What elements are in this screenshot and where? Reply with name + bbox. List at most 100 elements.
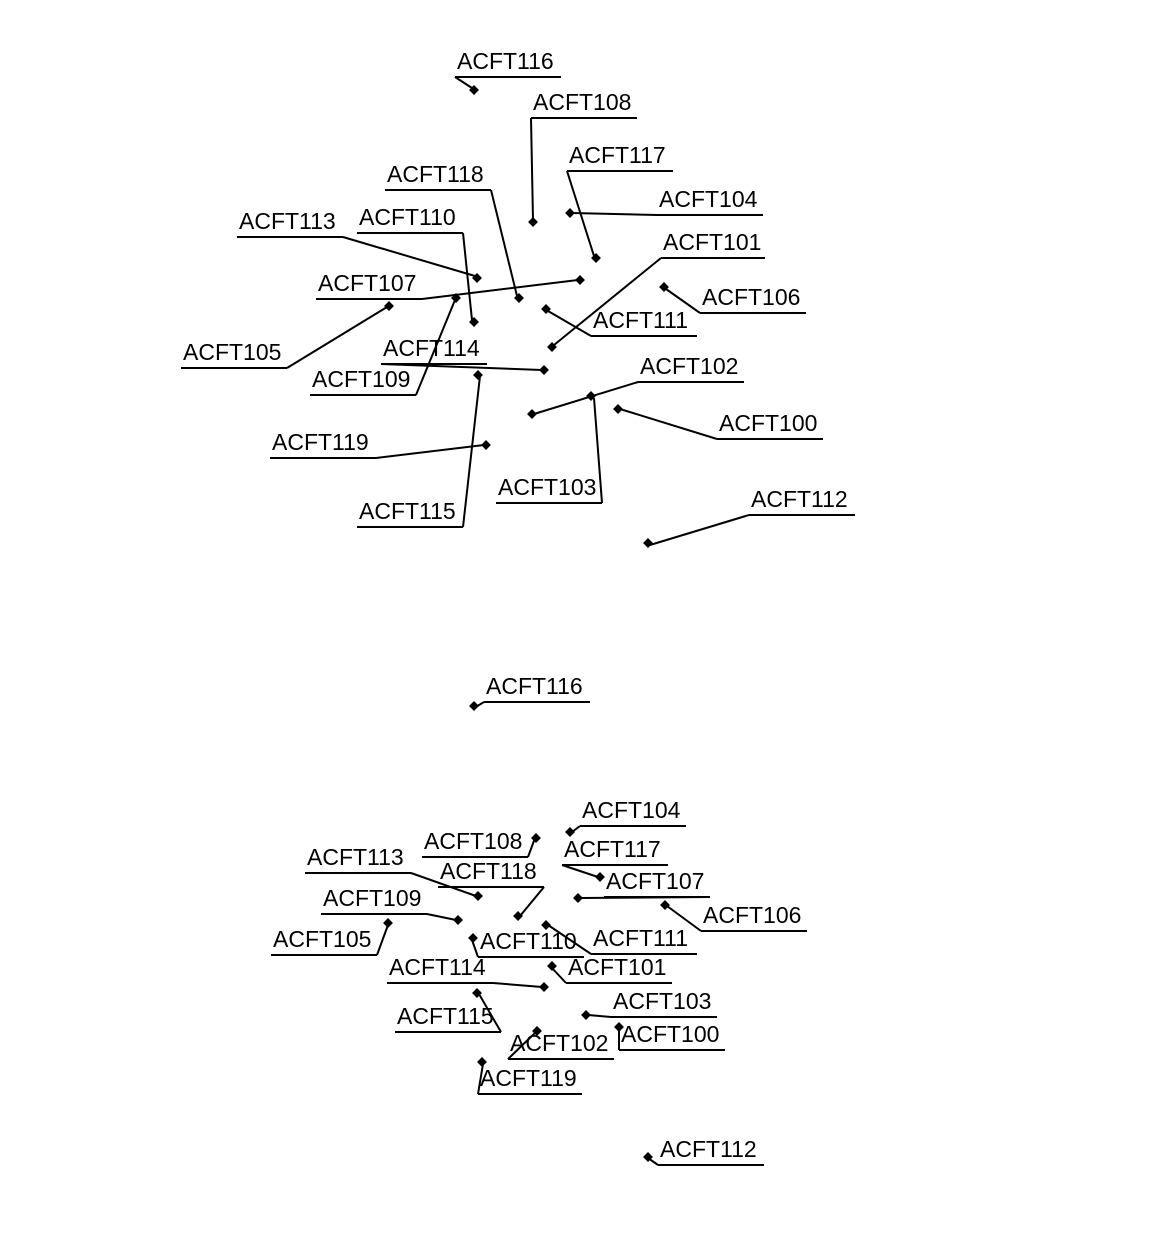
aircraft-tag-acft116[interactable]: ACFT116 — [469, 673, 590, 711]
aircraft-tag-acft109[interactable]: ACFT109 — [310, 293, 461, 396]
aircraft-label: ACFT111 — [593, 925, 688, 951]
aircraft-position-marker[interactable] — [613, 404, 623, 414]
aircraft-tag-acft112[interactable]: ACFT112 — [643, 486, 855, 548]
aircraft-label: ACFT104 — [659, 186, 758, 212]
aircraft-position-marker[interactable] — [565, 827, 575, 837]
aircraft-position-marker[interactable] — [581, 1010, 591, 1020]
aircraft-position-marker[interactable] — [541, 920, 551, 930]
aircraft-label: ACFT107 — [606, 868, 704, 894]
aircraft-tag-acft101[interactable]: ACFT101 — [547, 229, 765, 352]
aircraft-tag-acft118[interactable]: ACFT118 — [385, 161, 524, 303]
aircraft-position-marker[interactable] — [384, 301, 394, 311]
aircraft-tag-acft101[interactable]: ACFT101 — [547, 954, 672, 984]
aircraft-tag-acft107[interactable]: ACFT107 — [573, 868, 711, 903]
aircraft-position-marker[interactable] — [532, 1026, 542, 1036]
aircraft-position-marker[interactable] — [539, 982, 549, 992]
aircraft-tag-acft117[interactable]: ACFT117 — [566, 142, 673, 263]
aircraft-label: ACFT105 — [273, 926, 371, 952]
aircraft-position-marker[interactable] — [468, 933, 478, 943]
aircraft-position-marker[interactable] — [575, 275, 585, 285]
aircraft-tag-acft115[interactable]: ACFT115 — [395, 988, 502, 1033]
aircraft-tag-acft102[interactable]: ACFT102 — [527, 353, 744, 419]
aircraft-tag-acft113[interactable]: ACFT113 — [237, 208, 482, 283]
aircraft-tag-acft116[interactable]: ACFT116 — [454, 48, 561, 95]
aircraft-tag-acft103[interactable]: ACFT103 — [496, 391, 603, 504]
aircraft-position-marker[interactable] — [472, 988, 482, 998]
aircraft-tag-acft115[interactable]: ACFT115 — [357, 370, 483, 528]
aircraft-position-marker[interactable] — [453, 915, 463, 925]
aircraft-tag-acft102[interactable]: ACFT102 — [507, 1026, 614, 1060]
aircraft-label: ACFT106 — [702, 284, 800, 310]
aircraft-label: ACFT113 — [239, 208, 336, 234]
aircraft-label: ACFT119 — [272, 429, 369, 455]
aircraft-position-marker[interactable] — [547, 342, 557, 352]
aircraft-position-marker[interactable] — [473, 891, 483, 901]
aircraft-position-marker[interactable] — [591, 253, 601, 263]
aircraft-label: ACFT116 — [486, 673, 583, 699]
aircraft-tag-acft106[interactable]: ACFT106 — [660, 900, 807, 932]
aircraft-tag-acft107[interactable]: ACFT107 — [316, 270, 585, 300]
aircraft-tag-acft104[interactable]: ACFT104 — [565, 797, 686, 837]
aircraft-tag-acft109[interactable]: ACFT109 — [321, 885, 463, 925]
aircraft-position-marker[interactable] — [614, 1022, 624, 1032]
aircraft-position-marker[interactable] — [481, 440, 491, 450]
aircraft-label: ACFT102 — [640, 353, 738, 379]
aircraft-position-marker[interactable] — [469, 317, 479, 327]
aircraft-position-marker[interactable] — [513, 911, 523, 921]
aircraft-tag-acft100[interactable]: ACFT100 — [614, 1021, 725, 1051]
aircraft-position-marker[interactable] — [469, 701, 479, 711]
aircraft-tag-acft117[interactable]: ACFT117 — [561, 836, 668, 882]
aircraft-position-marker[interactable] — [541, 304, 551, 314]
leader-line — [375, 444, 485, 459]
aircraft-position-marker[interactable] — [595, 872, 605, 882]
aircraft-position-marker[interactable] — [451, 293, 461, 303]
aircraft-position-marker[interactable] — [477, 1057, 487, 1067]
aircraft-position-marker[interactable] — [531, 833, 541, 843]
aircraft-position-marker[interactable] — [528, 217, 538, 227]
aircraft-position-marker[interactable] — [514, 293, 524, 303]
aircraft-tag-acft108[interactable]: ACFT108 — [422, 828, 541, 858]
aircraft-label: ACFT100 — [719, 410, 817, 436]
aircraft-tag-acft110[interactable]: ACFT110 — [357, 204, 479, 327]
aircraft-tag-acft110[interactable]: ACFT110 — [468, 928, 584, 958]
aircraft-position-marker[interactable] — [527, 409, 537, 419]
leader-line — [380, 363, 543, 371]
aircraft-position-marker[interactable] — [643, 1152, 653, 1162]
aircraft-tag-acft114[interactable]: ACFT114 — [387, 954, 549, 992]
aircraft-label: ACFT102 — [510, 1030, 608, 1056]
aircraft-tag-acft100[interactable]: ACFT100 — [613, 404, 823, 440]
aircraft-tag-acft113[interactable]: ACFT113 — [305, 844, 483, 901]
aircraft-position-marker[interactable] — [565, 208, 575, 218]
aircraft-position-marker[interactable] — [586, 391, 596, 401]
aircraft-label: ACFT109 — [312, 366, 410, 392]
aircraft-tag-acft111[interactable]: ACFT111 — [541, 304, 697, 337]
aircraft-tag-acft105[interactable]: ACFT105 — [181, 301, 394, 369]
aircraft-tag-acft118[interactable]: ACFT118 — [438, 858, 545, 921]
aircraft-label: ACFT111 — [593, 307, 688, 333]
aircraft-tag-acft103[interactable]: ACFT103 — [581, 988, 717, 1020]
aircraft-position-marker[interactable] — [659, 282, 669, 292]
aircraft-position-marker[interactable] — [472, 273, 482, 283]
aircraft-tag-acft106[interactable]: ACFT106 — [659, 282, 806, 314]
aircraft-position-marker[interactable] — [573, 893, 583, 903]
aircraft-tag-acft111[interactable]: ACFT111 — [541, 920, 697, 955]
aircraft-position-marker[interactable] — [547, 961, 557, 971]
aircraft-position-marker[interactable] — [539, 365, 549, 375]
aircraft-tag-acft104[interactable]: ACFT104 — [565, 186, 763, 218]
leader-line — [619, 408, 718, 440]
aircraft-position-marker[interactable] — [643, 538, 653, 548]
aircraft-tag-acft119[interactable]: ACFT119 — [270, 429, 491, 459]
leader-line — [665, 288, 701, 314]
leader-line — [454, 76, 473, 89]
aircraft-tag-acft108[interactable]: ACFT108 — [528, 89, 637, 227]
aircraft-position-marker[interactable] — [660, 900, 670, 910]
aircraft-position-marker[interactable] — [383, 918, 393, 928]
aircraft-tag-acft112[interactable]: ACFT112 — [643, 1136, 764, 1166]
aircraft-position-marker[interactable] — [473, 370, 483, 380]
aircraft-tag-acft105[interactable]: ACFT105 — [271, 918, 393, 956]
aircraft-label: ACFT113 — [307, 844, 404, 870]
aircraft-tag-acft119[interactable]: ACFT119 — [477, 1057, 582, 1095]
leader-line — [519, 886, 545, 917]
